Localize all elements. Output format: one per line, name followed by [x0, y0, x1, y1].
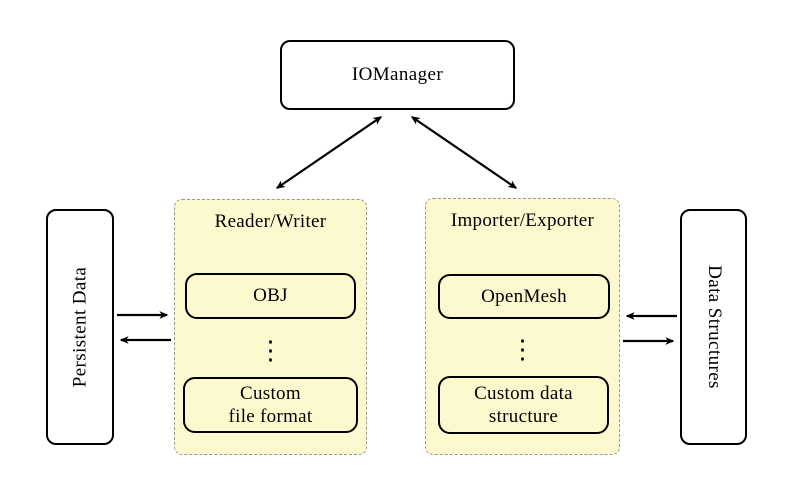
data-structures-node: Data Structures: [680, 209, 747, 445]
node-openmesh-label: OpenMesh: [481, 285, 567, 307]
node-custom-data-structure: Custom data structure: [438, 376, 609, 434]
reader-writer-title: Reader/Writer: [214, 211, 327, 232]
importer-exporter-group: Importer/Exporter OpenMesh ⋮ Custom data…: [425, 198, 620, 455]
arrow-iomanager-importerexporter: [410, 116, 518, 189]
node-custom-data-structure-label: Custom data structure: [474, 382, 573, 427]
node-openmesh: OpenMesh: [438, 274, 610, 319]
vertical-ellipsis: ⋮: [257, 336, 284, 366]
node-custom-file-format-label: Custom file format: [228, 382, 313, 427]
node-obj: OBJ: [185, 273, 356, 319]
io-manager-node: IOManager: [280, 40, 515, 110]
arrow-iomanager-readerwriter: [275, 116, 383, 189]
importer-exporter-title: Importer/Exporter: [450, 210, 595, 231]
node-custom-file-format: Custom file format: [183, 377, 358, 433]
reader-writer-group: Reader/Writer OBJ ⋮ Custom file format: [174, 199, 367, 455]
io-manager-label: IOManager: [351, 64, 444, 85]
data-structures-label: Data Structures: [703, 265, 725, 389]
persistent-data-label: Persistent Data: [69, 266, 91, 388]
persistent-data-node: Persistent Data: [46, 209, 114, 445]
node-obj-label: OBJ: [253, 285, 288, 307]
vertical-ellipsis: ⋮: [509, 335, 536, 365]
